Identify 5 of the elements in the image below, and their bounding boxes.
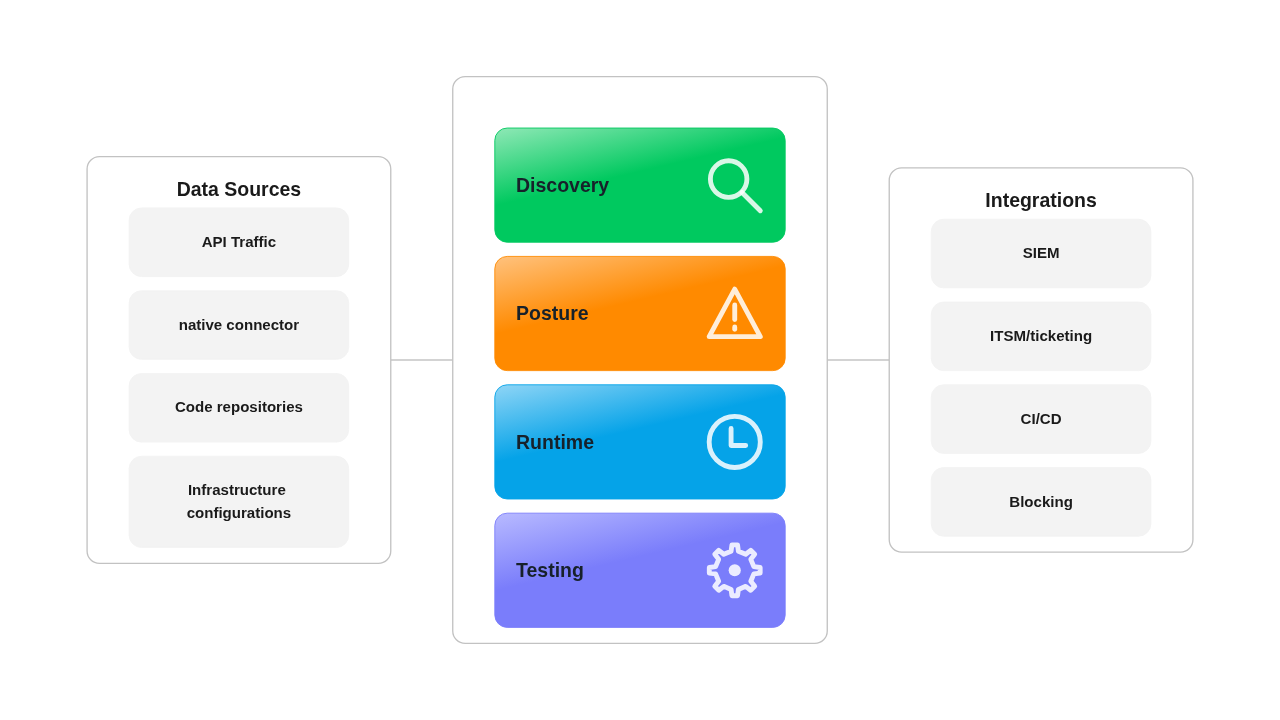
node-box: Testing bbox=[494, 512, 786, 628]
node-box: Runtime bbox=[494, 384, 786, 500]
cluster bbox=[452, 76, 828, 644]
node-box: Discovery bbox=[494, 127, 786, 243]
node-box: Posture bbox=[494, 255, 786, 372]
